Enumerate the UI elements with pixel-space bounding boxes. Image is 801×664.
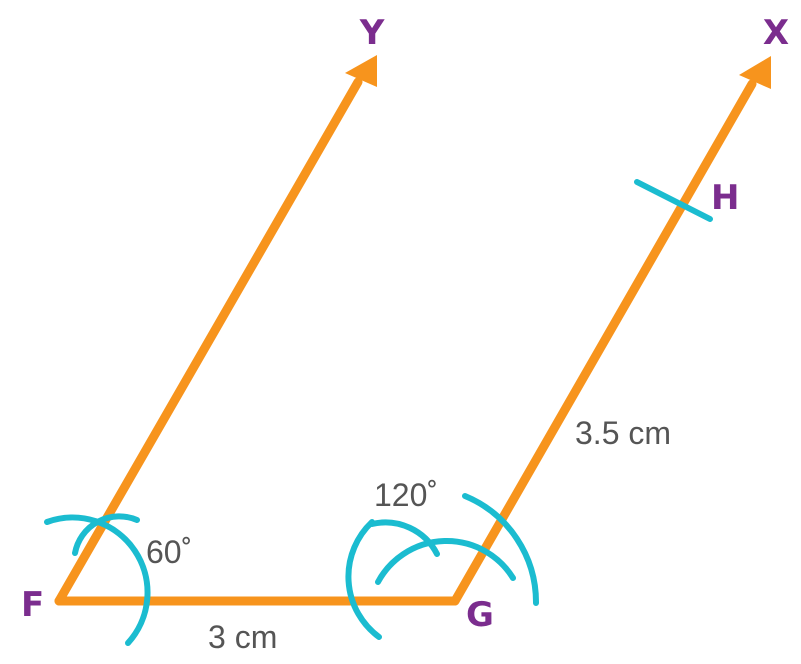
label-h: H [711,178,739,218]
arrowhead-x [739,56,771,89]
arc-g-small [369,519,440,557]
compass-arcs [44,179,713,646]
label-x: X [763,13,789,53]
label-f: F [21,585,44,625]
arc-g-base [345,519,382,640]
label-angle-f: 60˚ [146,534,192,570]
arc-f-base [44,514,151,646]
tick-h [634,179,713,222]
label-angle-g: 120˚ [374,477,438,513]
arc-f-cross [72,513,140,556]
ray-gx [450,79,757,606]
arc-g-cross [375,538,516,585]
measurements: 60˚ 120˚ 3.5 cm 3 cm [146,415,671,655]
arrowhead-y [345,55,377,87]
point-labels: Y X H F G [21,13,789,635]
arc-g-right [462,493,540,606]
label-y: Y [359,13,385,53]
label-length-gh: 3.5 cm [575,415,671,451]
arrowheads [345,55,771,89]
label-g: G [466,595,494,635]
label-length-fg: 3 cm [208,619,277,655]
